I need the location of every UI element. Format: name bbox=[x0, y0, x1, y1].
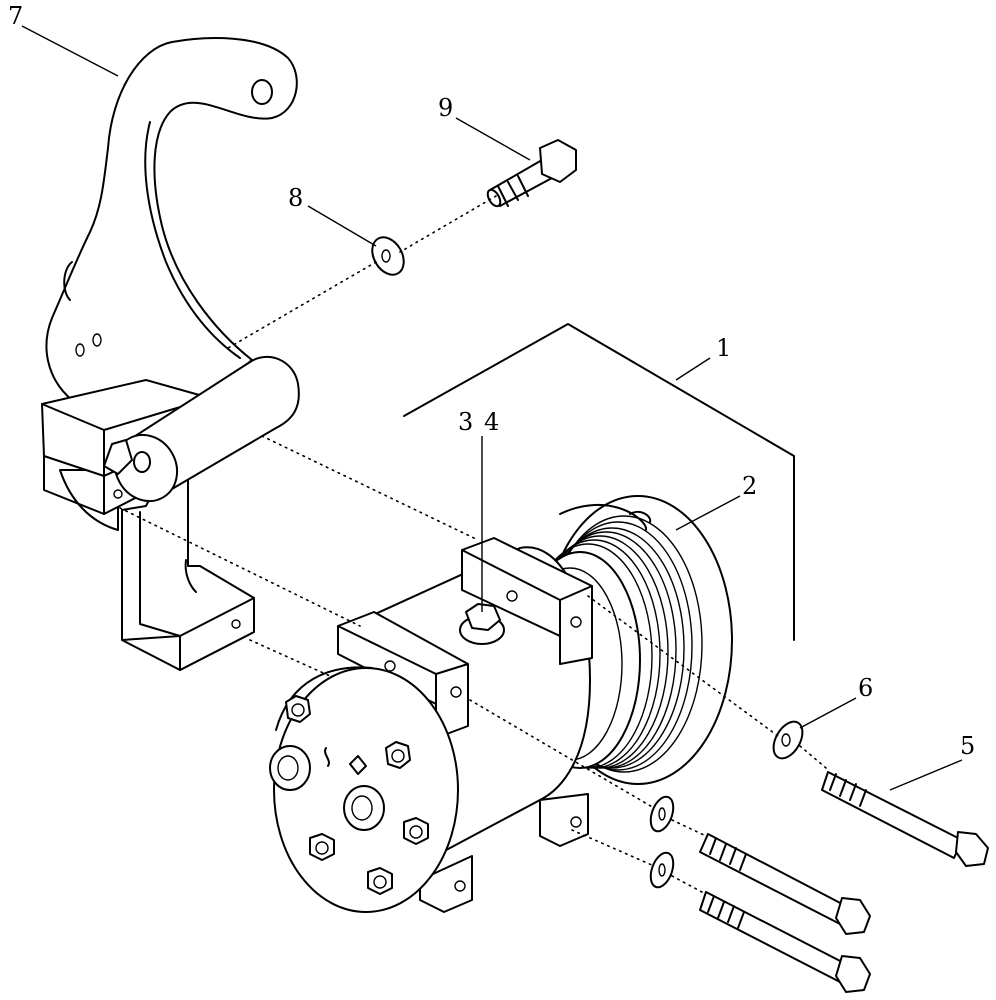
callout-7: 7 bbox=[8, 2, 23, 30]
callout-3: 3 bbox=[458, 408, 473, 436]
callouts: 7 9 8 1 3 4 2 6 5 bbox=[8, 2, 975, 760]
bracket-upper-hole bbox=[251, 79, 273, 105]
bolts-lower bbox=[699, 833, 871, 993]
compressor-body bbox=[269, 537, 593, 913]
callout-2: 2 bbox=[742, 472, 757, 500]
assembly-dotted-lines bbox=[119, 195, 827, 893]
bolt-9 bbox=[486, 139, 577, 208]
callout-9: 9 bbox=[438, 94, 453, 122]
head-bolts bbox=[285, 695, 429, 895]
washer-8 bbox=[371, 236, 405, 276]
washer-6 bbox=[772, 720, 804, 760]
assembly-bracket-lines bbox=[403, 323, 795, 641]
bolt-5 bbox=[821, 771, 989, 867]
callout-8: 8 bbox=[288, 184, 303, 212]
callout-leaders bbox=[21, 25, 963, 791]
callout-5: 5 bbox=[960, 732, 975, 760]
callout-4: 4 bbox=[484, 408, 499, 436]
callout-1: 1 bbox=[716, 334, 731, 362]
ports bbox=[269, 745, 385, 831]
callout-6: 6 bbox=[858, 674, 873, 702]
mounting-bracket bbox=[41, 37, 300, 671]
washers-lower bbox=[649, 795, 675, 889]
